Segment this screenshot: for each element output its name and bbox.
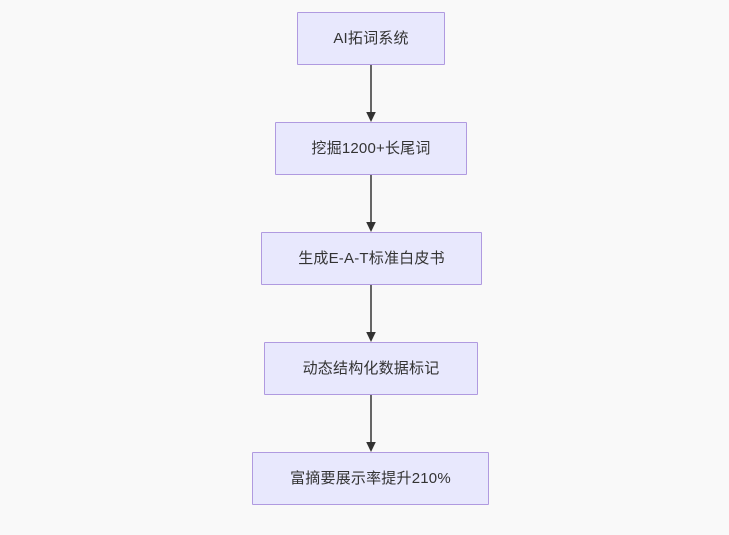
flowchart-node-4[interactable]: 动态结构化数据标记 xyxy=(264,342,478,395)
flowchart-node-5-label: 富摘要展示率提升210% xyxy=(290,469,451,487)
flowchart-node-2[interactable]: 挖掘1200+长尾词 xyxy=(275,122,467,175)
flowchart-node-2-label: 挖掘1200+长尾词 xyxy=(311,139,431,157)
flowchart-node-5[interactable]: 富摘要展示率提升210% xyxy=(252,452,489,505)
flowchart-node-3-label: 生成E-A-T标准白皮书 xyxy=(298,249,445,267)
flowchart-edge-3-to-4 xyxy=(362,285,380,342)
flowchart-node-3[interactable]: 生成E-A-T标准白皮书 xyxy=(261,232,482,285)
flowchart-node-1[interactable]: AI拓词系统 xyxy=(297,12,445,65)
flowchart-edge-2-to-3 xyxy=(362,175,380,232)
flowchart-node-4-label: 动态结构化数据标记 xyxy=(302,359,440,377)
flowchart-edge-1-to-2 xyxy=(362,65,380,122)
flowchart-edge-4-to-5 xyxy=(362,395,380,452)
flowchart-node-1-label: AI拓词系统 xyxy=(333,29,409,47)
